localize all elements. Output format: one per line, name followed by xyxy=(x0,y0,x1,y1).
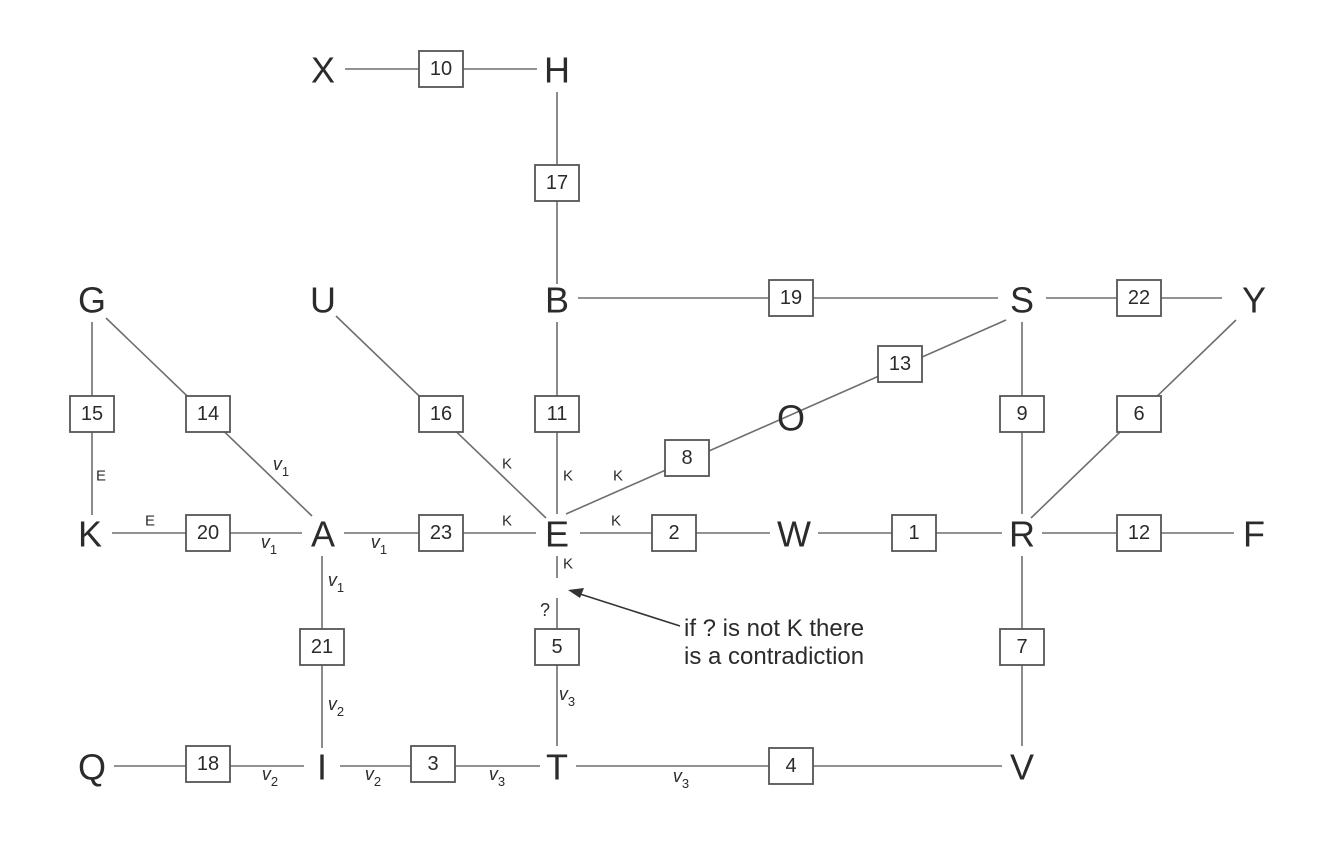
weight-text: 15 xyxy=(81,403,103,425)
weight-text: 6 xyxy=(1133,403,1144,425)
node-k: K xyxy=(78,514,102,555)
node-y: Y xyxy=(1242,280,1266,321)
vtag-ka-1: v1 xyxy=(261,532,277,557)
vtag-qi-2: v2 xyxy=(262,764,278,789)
weight-text: 12 xyxy=(1128,522,1150,544)
weight-text: 3 xyxy=(427,753,438,775)
weight-box-hb: 17 xyxy=(534,164,580,202)
weight-text: 8 xyxy=(681,447,692,469)
weight-text: 13 xyxy=(889,353,911,375)
node-r: R xyxy=(1009,514,1035,555)
edges xyxy=(91,68,1237,767)
node-b: B xyxy=(545,280,569,321)
weight-text: 18 xyxy=(197,753,219,775)
annotation: if ? is not K there is a contradiction xyxy=(568,588,864,670)
weight-text: 7 xyxy=(1016,636,1027,658)
tag-k-ue: K xyxy=(502,456,512,473)
node-t: T xyxy=(546,747,568,788)
weight-text: 2 xyxy=(668,522,679,544)
weight-box-es: 13 xyxy=(877,345,923,383)
node-h: H xyxy=(544,50,570,91)
weight-box-it: 3 xyxy=(410,745,456,783)
annotation-arrow xyxy=(579,593,681,627)
tag-question-et: ? xyxy=(540,600,550,620)
weight-box-rf: 12 xyxy=(1116,514,1162,552)
vtag-tv-3: v3 xyxy=(673,766,689,791)
weight-box-et: 5 xyxy=(534,628,580,666)
weight-box-ga: 14 xyxy=(185,395,231,433)
weight-box-ry: 6 xyxy=(1116,395,1162,433)
node-i: I xyxy=(317,747,327,788)
node-f: F xyxy=(1243,514,1265,555)
tag-k-et: K xyxy=(563,556,573,573)
vtag-ae-1: v1 xyxy=(371,532,387,557)
tag-k-ew: K xyxy=(611,513,621,530)
weight-text: 1 xyxy=(908,522,919,544)
weight-text: 20 xyxy=(197,522,219,544)
weight-text: 9 xyxy=(1016,403,1027,425)
node-x: X xyxy=(311,50,335,91)
weight-text: 11 xyxy=(547,403,568,425)
weight-box-sy: 22 xyxy=(1116,279,1162,317)
weight-box-be: 11 xyxy=(534,395,580,433)
node-g: G xyxy=(78,280,106,321)
node-a: A xyxy=(311,514,335,555)
weight-box-ue: 16 xyxy=(418,395,464,433)
edge-boxes: 10 17 19 22 13 15 14 16 11 8 9 6 20 23 2 xyxy=(69,50,1162,785)
node-o: O xyxy=(777,398,805,439)
annotation-line-2: is a contradiction xyxy=(684,643,864,670)
vtag-et-3: v3 xyxy=(559,684,575,709)
node-u: U xyxy=(310,280,336,321)
weight-box-ae: 23 xyxy=(418,514,464,552)
weight-box-tv: 4 xyxy=(768,747,814,785)
weight-box-rv: 7 xyxy=(999,628,1045,666)
weight-text: 14 xyxy=(197,403,219,425)
vtag-ai-1: v1 xyxy=(328,570,344,595)
tag-e-ka: E xyxy=(145,513,155,530)
node-s: S xyxy=(1010,280,1034,321)
weight-box-ai: 21 xyxy=(299,628,345,666)
node-e: E xyxy=(545,514,569,555)
nodes: X H G U B S Y O K A E W R F Q I T V xyxy=(78,50,1266,788)
node-q: Q xyxy=(78,747,106,788)
weight-box-eo: 8 xyxy=(664,439,710,477)
vtag-it-3: v3 xyxy=(489,764,505,789)
weight-box-gk: 15 xyxy=(69,395,115,433)
tag-k-be: K xyxy=(563,468,573,485)
weight-text: 19 xyxy=(780,287,802,309)
weight-box-xh: 10 xyxy=(418,50,464,88)
tag-e-gk: E xyxy=(96,468,106,485)
weight-text: 16 xyxy=(430,403,452,425)
arrowhead-icon xyxy=(568,588,584,598)
weight-box-qi: 18 xyxy=(185,745,231,783)
tag-k-ae: K xyxy=(502,513,512,530)
weight-box-sr: 9 xyxy=(999,395,1045,433)
weight-text: 10 xyxy=(430,58,452,80)
weight-text: 23 xyxy=(430,522,452,544)
weight-text: 17 xyxy=(546,172,568,194)
weight-box-ew: 2 xyxy=(651,514,697,552)
v-tags: v1 v1 v1 v1 v2 v3 v2 v2 v3 v3 xyxy=(261,454,689,791)
edge-tags: K K K K K K ? E E xyxy=(96,456,623,621)
weight-box-ka: 20 xyxy=(185,514,231,552)
edge-e-s xyxy=(565,319,1007,515)
weight-text: 21 xyxy=(311,636,333,658)
weight-box-wr: 1 xyxy=(891,514,937,552)
vtag-it-2: v2 xyxy=(365,764,381,789)
weight-text: 5 xyxy=(551,636,562,658)
node-w: W xyxy=(777,514,811,555)
annotation-line-1: if ? is not K there xyxy=(684,615,864,642)
vtag-ga-1: v1 xyxy=(273,454,289,479)
vtag-ai-2: v2 xyxy=(328,694,344,719)
weight-text: 4 xyxy=(785,755,796,777)
tag-k-eo: K xyxy=(613,468,623,485)
node-v: V xyxy=(1010,747,1034,788)
weight-text: 22 xyxy=(1128,287,1150,309)
weight-box-bs: 19 xyxy=(768,279,814,317)
